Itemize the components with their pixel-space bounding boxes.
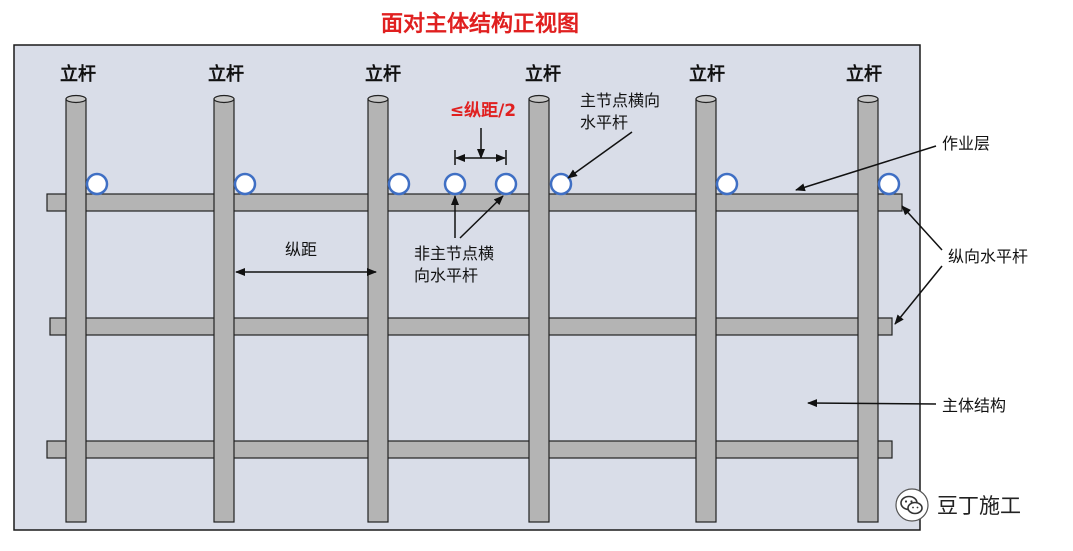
watermark-text: 豆丁施工 [937, 494, 1021, 518]
working-layer-arrow [795, 145, 937, 192]
longitudinal-bar-top [46, 193, 903, 212]
non-main-node-transverse-label: 非主节点横 [414, 244, 494, 263]
upright-3 [367, 94, 389, 523]
upright-1 [65, 94, 87, 523]
upright-4 [528, 94, 550, 523]
transverse-bar-sections [85, 172, 901, 196]
upright-label: 立杆 [689, 63, 725, 85]
upright-label: 立杆 [846, 63, 882, 85]
main-structure-label: 主体结构 [942, 396, 1006, 415]
longitudinal-bar-middle [49, 317, 893, 336]
transverse-bar-section [549, 172, 573, 196]
watermark: 豆丁施工 [895, 488, 1021, 522]
longitudinal-bar-arrows [894, 205, 943, 325]
longitudinal-bar-label: 纵向水平杆 [948, 247, 1028, 266]
upright-label: 立杆 [525, 63, 561, 85]
transverse-bar-section [877, 172, 901, 196]
upright-2 [213, 94, 235, 523]
upright-label: 立杆 [208, 63, 244, 85]
spacing-limit-dimension [454, 128, 507, 165]
spacing-limit-label: ≤纵距/2 [450, 100, 516, 121]
diagram-title: 面对主体结构正视图 [380, 12, 579, 37]
transverse-bar-section [85, 172, 109, 196]
upright-6 [857, 94, 879, 523]
working-layer-label: 作业层 [942, 134, 990, 153]
main-node-transverse-label: 水平杆 [580, 113, 628, 132]
main-node-transverse-label: 主节点横向 [580, 91, 660, 110]
transverse-bar-section [387, 172, 411, 196]
wechat-icon [895, 488, 929, 522]
upright-label: 立杆 [60, 63, 96, 85]
upright-5 [695, 94, 717, 523]
longitudinal-bars [46, 193, 903, 459]
transverse-bar-section [494, 172, 518, 196]
upright-label: 立杆 [365, 63, 401, 85]
longitudinal-bar-bottom [46, 440, 893, 459]
main-structure-arrow [807, 399, 937, 408]
main-node-transverse-arrow [567, 131, 633, 179]
transverse-bar-section [443, 172, 467, 196]
uprights [65, 94, 879, 523]
non-main-node-transverse-label: 向水平杆 [414, 266, 478, 285]
longitudinal-spacing-label: 纵距 [285, 240, 317, 259]
non-main-node-transverse-arrows [451, 195, 504, 239]
transverse-bar-section [233, 172, 257, 196]
transverse-bar-section [715, 172, 739, 196]
